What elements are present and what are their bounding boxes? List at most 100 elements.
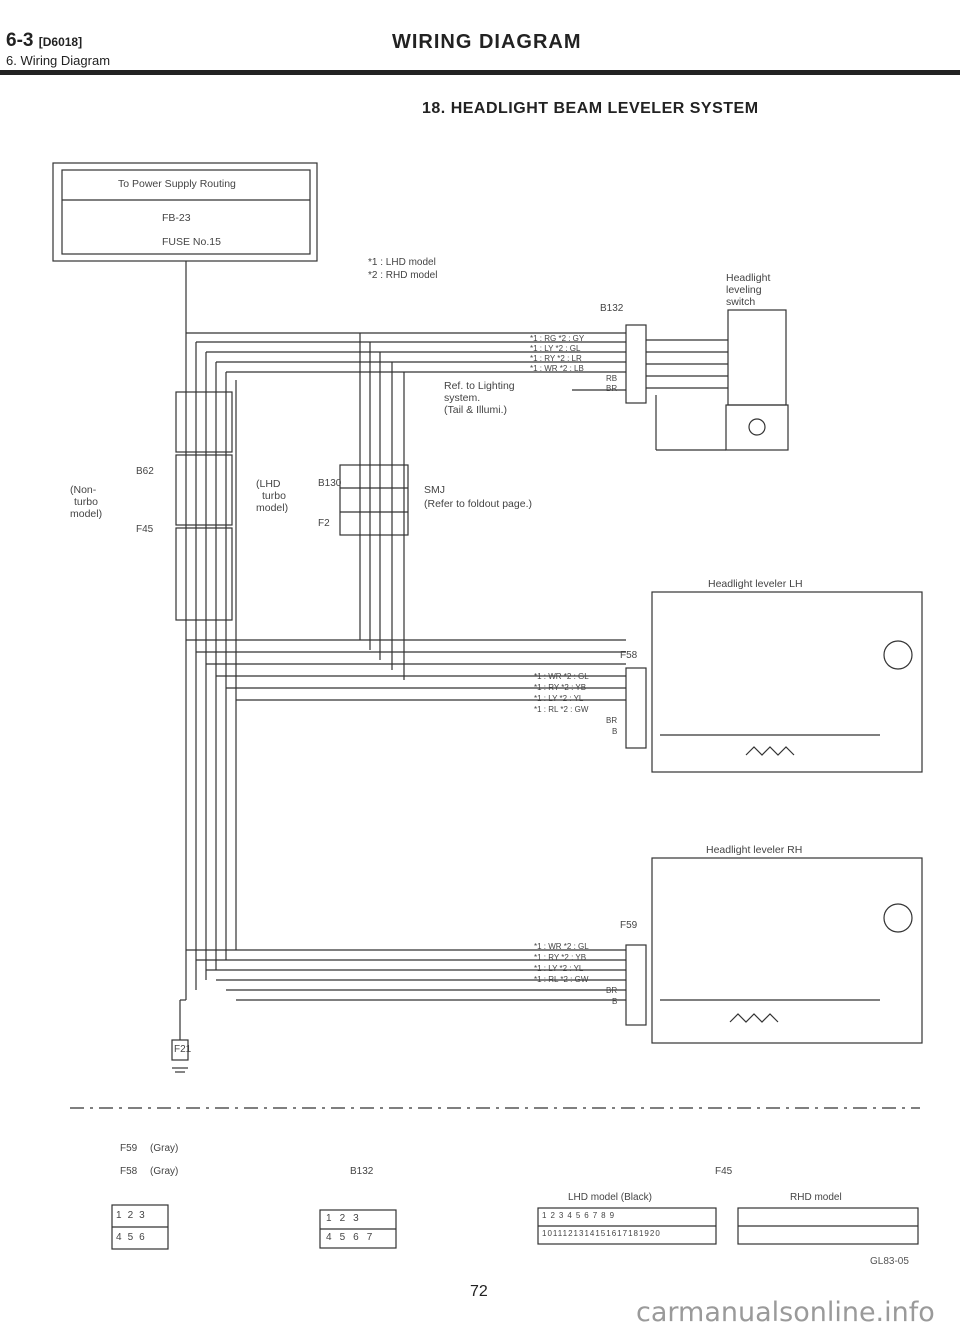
smj-note: (Refer to foldout page.) [424, 498, 532, 510]
lhd-turbo-2: turbo [262, 490, 286, 502]
power-box-frame [52, 162, 318, 262]
switch-wire-3: *1 : RY *2 : LR [530, 354, 582, 363]
ref-lighting-2: system. [444, 392, 481, 404]
switch-wire-1: *1 : RG *2 : GY [530, 334, 585, 343]
switch-wire-6: BR [606, 384, 618, 393]
rh-wire-1: *1 : WR *2 : GL [534, 942, 589, 951]
watermark: carmanualsonline.info [636, 1297, 935, 1328]
pin: 5 [127, 1232, 140, 1243]
power-box-heading: To Power Supply Routing [118, 178, 236, 190]
legend-b132: B132 [350, 1166, 374, 1177]
rh-wire-3: *1 : LY *2 : YL [534, 964, 584, 973]
section-code: 6-3 [D6018] [6, 30, 82, 52]
lh-wire-5: BR [606, 716, 618, 725]
rh-wire-4: *1 : RL *2 : GW [534, 975, 589, 984]
pin: 19 [638, 1229, 650, 1238]
pin: 14 [584, 1229, 596, 1238]
pin: 2 [339, 1213, 354, 1224]
pin: 3 [353, 1213, 367, 1224]
pin: 2 [127, 1210, 140, 1221]
pin: 11 [552, 1229, 563, 1238]
lhd-turbo-3: model) [256, 502, 289, 514]
lh-wire-6: B [612, 727, 618, 736]
lhd-turbo-1: (LHD [256, 478, 281, 490]
pin: 2 [550, 1211, 559, 1220]
pin: 3 [139, 1210, 151, 1221]
switch-wire-4: *1 : WR *2 : LB [530, 364, 584, 373]
pin: 3 [558, 1211, 568, 1220]
leveler-rh-title: Headlight leveler RH [706, 844, 803, 856]
non-turbo-1: (Non- [70, 484, 97, 496]
connector-f2: F2 [318, 518, 330, 529]
header-rule [0, 70, 960, 75]
legend-f59: F59 [120, 1143, 138, 1154]
switch-name-3: switch [726, 296, 756, 308]
pin: 5 [339, 1232, 354, 1243]
note-lhd: *1 : LHD model [368, 257, 436, 268]
pin: 4 [567, 1211, 576, 1220]
b132-pins-bottom: 4567 [326, 1232, 380, 1243]
lh-wire-3: *1 : LY *2 : YL [534, 694, 584, 703]
pin: 15 [595, 1229, 607, 1238]
switch-name-2: leveling [726, 284, 762, 296]
note-rhd: *2 : RHD model [368, 270, 438, 281]
pin: 9 [609, 1211, 619, 1220]
pin: 1 [542, 1211, 551, 1220]
ref-lighting-3: (Tail & Illumi.) [444, 404, 508, 416]
page-number: 72 [470, 1283, 488, 1300]
connector-f45: F45 [136, 524, 154, 535]
non-turbo-3: model) [70, 508, 103, 520]
b132-pins-top: 123 [326, 1213, 367, 1224]
pin: 6 [139, 1232, 151, 1243]
fuse-block-label: FB-23 [162, 212, 191, 224]
document-code: GL83-05 [870, 1256, 909, 1267]
section-name: 6. Wiring Diagram [6, 53, 111, 68]
pin: 10 [542, 1229, 553, 1238]
connector-b130: B130 [318, 478, 342, 489]
ground-id: F21 [174, 1044, 192, 1055]
pin: 1 [326, 1213, 340, 1224]
rh-wire-2: *1 : RY *2 : YB [534, 953, 587, 962]
legend-lhd: LHD model (Black) [568, 1192, 652, 1203]
pin: 4 [326, 1232, 340, 1243]
switch-name-1: Headlight [726, 272, 771, 284]
pin: 4 [116, 1232, 128, 1243]
leveler-lh-connector: F58 [620, 650, 638, 661]
pin: 6 [353, 1232, 367, 1243]
non-turbo-2: turbo [74, 496, 98, 508]
pin: 13 [573, 1229, 585, 1238]
lh-wire-2: *1 : RY *2 : YB [534, 683, 587, 692]
pin: 5 [575, 1211, 585, 1220]
legend-f45: F45 [715, 1166, 733, 1177]
legend-f58-color: (Gray) [150, 1166, 179, 1177]
legend-f59-color: (Gray) [150, 1143, 179, 1154]
section-number: 6-3 [6, 30, 34, 51]
leveler-lh-title: Headlight leveler LH [708, 578, 803, 590]
lh-wire-1: *1 : WR *2 : GL [534, 672, 589, 681]
pin: 12 [562, 1229, 574, 1238]
pin: 17 [617, 1229, 629, 1238]
ref-lighting-1: Ref. to Lighting [444, 380, 515, 392]
section-ref: [D6018] [38, 35, 83, 49]
pin: 7 [366, 1232, 381, 1243]
leveler-rh-connector: F59 [620, 920, 638, 931]
legend-rhd: RHD model [790, 1192, 842, 1203]
smj-label: SMJ [424, 484, 445, 496]
f59-pins-bottom: 456 [116, 1232, 151, 1243]
f45-pins-top: 123456789 [542, 1211, 618, 1220]
fuse-label: FUSE No.15 [162, 236, 221, 248]
switch-connector-id: B132 [600, 303, 624, 314]
connector-b62: B62 [136, 466, 154, 477]
pin: 20 [649, 1229, 661, 1238]
page-title: WIRING DIAGRAM [392, 31, 582, 53]
f45-pins-bottom: 1011121314151617181920 [542, 1229, 661, 1238]
system-title: 18. HEADLIGHT BEAM LEVELER SYSTEM [422, 100, 759, 117]
pin: 16 [606, 1229, 618, 1238]
pin: 7 [592, 1211, 602, 1220]
f59-pins-top: 123 [116, 1210, 151, 1221]
legend-f58: F58 [120, 1166, 138, 1177]
switch-wire-2: *1 : LY *2 : GL [530, 344, 581, 353]
pin: 18 [628, 1229, 639, 1238]
lh-wire-4: *1 : RL *2 : GW [534, 705, 589, 714]
